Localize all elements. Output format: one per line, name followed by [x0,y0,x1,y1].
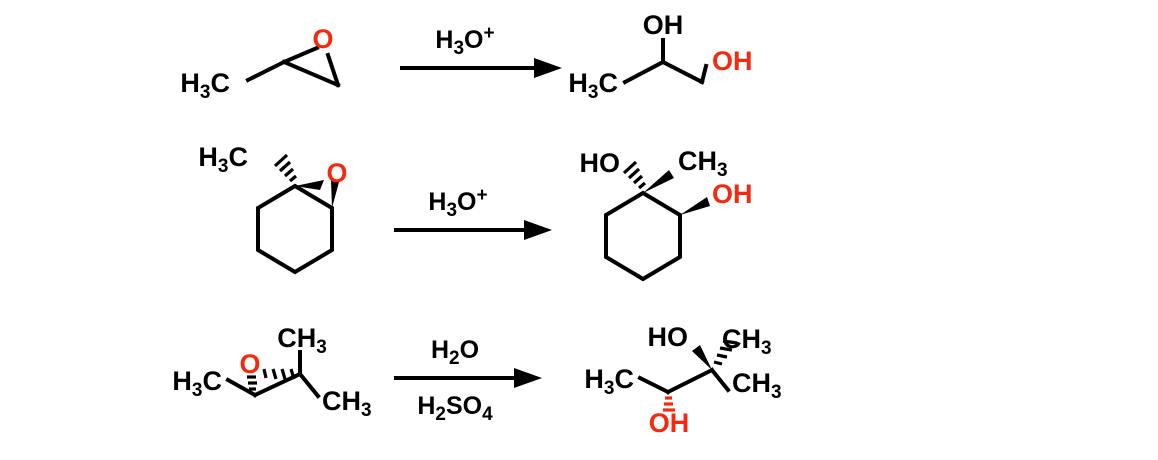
methyl-c3-bond [225,377,258,398]
reaction-3-reactant: O H3C CH3 CH3 [172,323,371,421]
methyl-label: H3C [180,68,230,103]
reaction-2-reactant: O H3C [198,142,348,275]
reaction-3-arrow: H2O H2SO4 [394,336,542,425]
methyl-right-label: CH3 [732,368,782,403]
hydroxyl-wedge-bond [680,197,710,215]
methyl-top-label: CH3 [277,323,327,358]
hydroxyl-bottom-label: OH [649,408,690,438]
epoxide-c-c-bond [281,59,341,88]
methyl-top-hash-bond [713,339,738,366]
methyl-label: H3C [198,142,248,177]
hydroxyl-wedge-bond [692,345,712,370]
methyl-c3-bond [637,375,671,395]
arrow-head [524,220,552,240]
epoxide-c1-o-wedge [295,180,324,190]
hydroxyl-right-label: OH [712,46,753,76]
reaction-1-reactant: O H3C [180,24,341,103]
hydroxyl-top-label: HO [648,322,689,352]
oxygen-label: O [239,349,260,379]
oxygen-label: O [312,24,333,54]
reagent-above-label: H3O+ [435,23,494,59]
reaction-1-product: OH OH H3C [568,10,752,103]
methyl-hash-bond [273,153,298,183]
reagent-above-label: H2O [431,336,479,369]
hydroxyl-left-label: HO [580,148,621,178]
methyl-bond [245,59,287,83]
product-methyl-label: H3C [568,68,618,103]
arrow-head [514,368,542,388]
hydroxyl-right-label: OH [712,179,753,209]
methyl-left-label: H3C [584,364,634,399]
methyl-left-label: H3C [172,366,222,401]
hydroxyl-hash-bond [622,160,647,190]
methyl-bottom-bond [297,371,321,399]
epoxide-c3-o-hash [247,375,257,391]
methyl-wedge-bond [643,170,674,193]
reaction-2: O H3C H3O+ [198,142,753,282]
product-c1-c2-bond [622,59,666,85]
arrow-head [534,58,562,78]
reaction-1-arrow: H3O+ [400,23,562,78]
product-c3-oh-bond [699,63,709,85]
reaction-1: O H3C H3O+ OH OH H3C [180,10,752,103]
oxygen-label: O [326,158,347,188]
epoxide-c2-o-hash [262,368,296,380]
epoxide-c1-o-bond [281,45,320,65]
epoxide-c2-o-bond [325,52,341,88]
methyl-bottom-label: CH3 [322,386,372,421]
methyl-top-label: CH3 [722,324,772,359]
methyl-label: CH3 [678,146,728,181]
reaction-3: O H3C CH3 CH3 H2O H2SO4 [172,322,781,438]
c3-c2-bond [665,367,715,395]
reaction-2-product: HO CH3 OH [580,146,753,282]
methyl-right-bond [709,367,731,393]
reaction-3-product: H3C HO CH3 CH3 [584,322,781,438]
product-c2-c3-bond [660,59,705,85]
reagent-below-label: H2SO4 [417,392,493,425]
hydroxyl-bottom-hash-bond [663,396,675,412]
reagent-above-label: H3O+ [428,185,487,221]
hydroxyl-top-label: OH [643,10,684,40]
epoxide-c2-o-wedge [331,180,339,208]
reaction-2-arrow: H3O+ [394,185,552,240]
